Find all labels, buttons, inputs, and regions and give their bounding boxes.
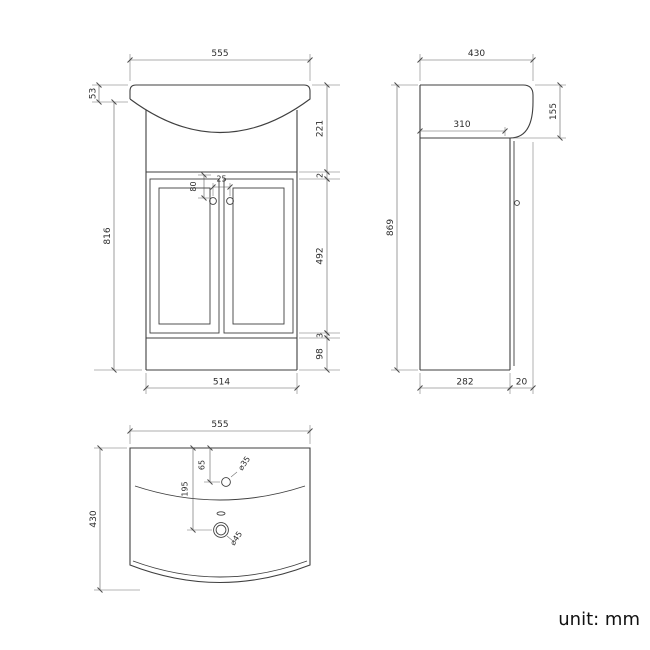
dim-waste-hole-diameter: ⌀45 xyxy=(228,530,244,547)
waste-hole-outer xyxy=(213,522,229,538)
front-view-object-lines xyxy=(129,84,311,371)
dim-door-thickness: 20 xyxy=(516,378,528,388)
dim-plinth-height: 98 xyxy=(316,348,326,360)
dim-door-top-gap: 2 xyxy=(316,173,325,178)
dim-cabinet-depth: 282 xyxy=(456,378,473,388)
dim-plan-overall-width: 555 xyxy=(211,420,228,430)
dim-cabinet-width: 514 xyxy=(213,378,230,388)
dim-cabinet-height: 816 xyxy=(103,227,113,244)
side-view-object-lines xyxy=(419,84,534,371)
basin-outline xyxy=(129,84,311,133)
tap-hole xyxy=(221,477,231,487)
dim-overall-height: 869 xyxy=(386,219,396,236)
dim-handle-spacing: 25 xyxy=(216,175,226,184)
left-door-handle xyxy=(209,197,217,205)
plan-view-dimensions: 555 430 65 195 ⌀35 ⌀45 xyxy=(89,420,313,593)
left-door-panel xyxy=(158,187,211,325)
basin-profile xyxy=(420,84,534,139)
side-view-dimensions: 430 310 155 869 282 20 xyxy=(386,49,566,394)
dim-handle-drop: 80 xyxy=(189,181,198,191)
dim-basin-front-height: 155 xyxy=(549,103,559,120)
waste-hole-inner xyxy=(215,524,227,536)
door-knob xyxy=(514,200,520,206)
overflow-slot xyxy=(216,511,226,516)
dim-waste-hole-offset: 195 xyxy=(181,481,190,496)
right-door-handle xyxy=(226,197,234,205)
dim-top-to-door: 221 xyxy=(316,120,326,137)
dim-overall-depth: 430 xyxy=(468,49,485,59)
basin-plan-outline xyxy=(129,447,311,584)
dim-plan-overall-depth: 430 xyxy=(89,510,99,527)
dim-basin-rim-height: 53 xyxy=(89,88,99,99)
bowl-back-curve xyxy=(134,485,306,501)
right-door xyxy=(223,178,294,334)
dim-door-bottom-gap: 3 xyxy=(316,333,325,338)
front-elevation-view: 555 53 816 221 2 492 3 98 xyxy=(89,49,340,394)
plan-view: 555 430 65 195 ⌀35 ⌀45 xyxy=(89,420,313,593)
dim-worktop-inner-depth: 310 xyxy=(453,120,470,130)
plan-view-object-lines xyxy=(129,447,311,584)
left-door xyxy=(149,178,220,334)
unit-label: unit: mm xyxy=(558,609,640,630)
dim-tap-hole-offset: 65 xyxy=(198,460,207,470)
front-view-dimensions: 555 53 816 221 2 492 3 98 xyxy=(89,49,340,394)
dim-tap-hole-diameter: ⌀35 xyxy=(236,455,252,472)
dim-front-overall-width: 555 xyxy=(211,49,228,59)
right-door-panel xyxy=(232,187,285,325)
side-elevation-view: 430 310 155 869 282 20 xyxy=(386,49,566,394)
basin-front-inner-rim xyxy=(132,560,308,578)
dim-door-height: 492 xyxy=(316,247,326,264)
